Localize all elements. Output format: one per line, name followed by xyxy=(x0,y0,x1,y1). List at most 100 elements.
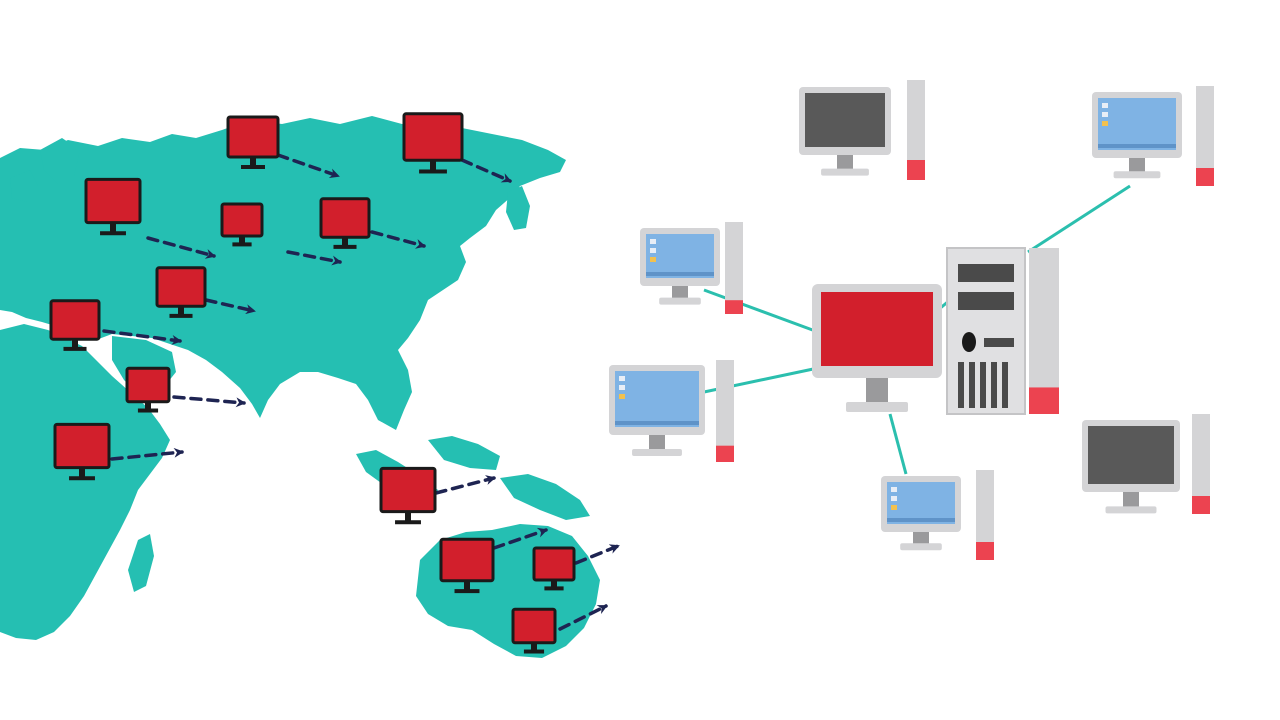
load-bar-track xyxy=(1029,248,1059,414)
infected-screen xyxy=(511,607,557,645)
infected-computer-icon xyxy=(49,299,101,351)
desktop-icon xyxy=(891,496,897,501)
dashed-arrow-icon xyxy=(172,395,246,408)
monitor-neck xyxy=(649,435,665,451)
infected-computer-icon xyxy=(155,266,207,318)
infected-computer-icon xyxy=(379,466,437,525)
monitor-base xyxy=(232,242,252,247)
tower-drive-bay xyxy=(958,292,1014,310)
infected-computer-icon xyxy=(226,115,280,169)
infected-screen xyxy=(220,202,264,238)
monitor-base xyxy=(659,297,701,305)
monitor-neck xyxy=(145,401,151,410)
load-bar-track xyxy=(1192,414,1210,514)
dashed-arrow-icon xyxy=(204,298,256,315)
infected-computer-icon xyxy=(220,202,264,247)
spread-arrows xyxy=(102,153,620,631)
monitor-base xyxy=(632,449,682,456)
desktop-icon xyxy=(1102,121,1108,126)
client-computer-icon xyxy=(609,360,734,462)
infected-screen xyxy=(155,266,207,308)
world-map xyxy=(0,112,620,658)
monitor-neck xyxy=(837,155,853,170)
monitor-base xyxy=(419,169,447,174)
desktop-icon xyxy=(650,239,656,244)
infected-computers xyxy=(49,112,576,654)
landmass-islands-north xyxy=(10,170,38,202)
load-bar-icon xyxy=(907,80,925,180)
load-bar-track xyxy=(1196,86,1214,186)
load-bar-icon xyxy=(725,222,743,314)
infected-computer-icon xyxy=(511,607,557,654)
client-computer-icon xyxy=(640,222,743,314)
monitor-base xyxy=(100,231,126,236)
monitor-neck xyxy=(405,511,411,522)
monitor-neck xyxy=(72,339,78,348)
load-bar-fill xyxy=(1196,168,1214,186)
monitor-neck xyxy=(250,157,256,166)
desktop-icon xyxy=(650,257,656,262)
landmass-madagascar xyxy=(128,534,154,592)
load-bar-track xyxy=(907,80,925,180)
load-bar-icon xyxy=(1196,86,1214,186)
load-bar-fill xyxy=(716,445,734,462)
dashed-arrow-icon xyxy=(146,236,216,259)
load-bar-icon xyxy=(1029,248,1059,414)
tower-vents xyxy=(958,362,1008,408)
load-bar-track xyxy=(976,470,994,560)
desktop-icon xyxy=(1102,103,1108,108)
dashed-arrow-icon xyxy=(492,527,548,550)
landmass-scandinavia xyxy=(40,138,80,184)
infected-screen xyxy=(49,299,101,341)
monitor-screen xyxy=(615,371,699,427)
idle-computer-icon xyxy=(1082,414,1210,514)
monitor-base xyxy=(63,346,87,351)
server-tower-icon xyxy=(946,247,1059,415)
load-bar-track xyxy=(725,222,743,314)
workstations xyxy=(609,80,1214,560)
infected-screen xyxy=(532,546,576,582)
taskbar xyxy=(887,518,955,522)
taskbar xyxy=(1098,144,1176,148)
monitor-base xyxy=(69,476,95,481)
load-bar-icon xyxy=(976,470,994,560)
infected-screen xyxy=(402,112,464,162)
dashed-arrow-icon xyxy=(286,250,342,266)
infected-screen xyxy=(125,366,171,404)
monitor-neck xyxy=(342,237,348,246)
desktop-icon xyxy=(891,487,897,492)
infected-computer-icon xyxy=(439,537,495,594)
desktop-icon xyxy=(619,394,625,399)
infected-screen xyxy=(319,197,371,239)
client-computer-icon xyxy=(881,470,994,560)
desktop-icon xyxy=(891,505,897,510)
dashed-arrow-icon xyxy=(102,329,182,345)
infected-screen xyxy=(226,115,280,159)
taskbar xyxy=(646,272,714,276)
infected-computer-icon xyxy=(319,197,371,249)
connection-line xyxy=(1027,184,1131,254)
load-bar-fill xyxy=(1029,387,1059,414)
monitor-screen xyxy=(1098,98,1176,150)
infected-screen xyxy=(84,177,142,225)
monitor-base xyxy=(241,165,265,169)
dashed-arrow-icon xyxy=(574,544,620,565)
monitor-neck xyxy=(913,532,929,545)
tower-slot xyxy=(984,338,1014,347)
monitor-base xyxy=(333,244,357,249)
monitor-neck xyxy=(551,580,557,588)
load-bar-icon xyxy=(716,360,734,462)
monitor-screen xyxy=(805,93,885,147)
monitor-base xyxy=(544,586,564,591)
landmass-indonesia-east xyxy=(428,436,500,470)
infected-computer-icon xyxy=(53,422,111,481)
monitor-neck xyxy=(239,236,245,244)
load-bar-fill xyxy=(907,160,925,180)
dashed-arrow-icon xyxy=(276,153,340,179)
monitor-screen xyxy=(887,482,955,524)
dashed-arrow-icon xyxy=(460,158,512,183)
monitor-screen xyxy=(646,234,714,278)
monitor-base xyxy=(137,408,159,413)
infected-computer-icon xyxy=(402,112,464,174)
dashed-arrow-icon xyxy=(434,475,496,495)
